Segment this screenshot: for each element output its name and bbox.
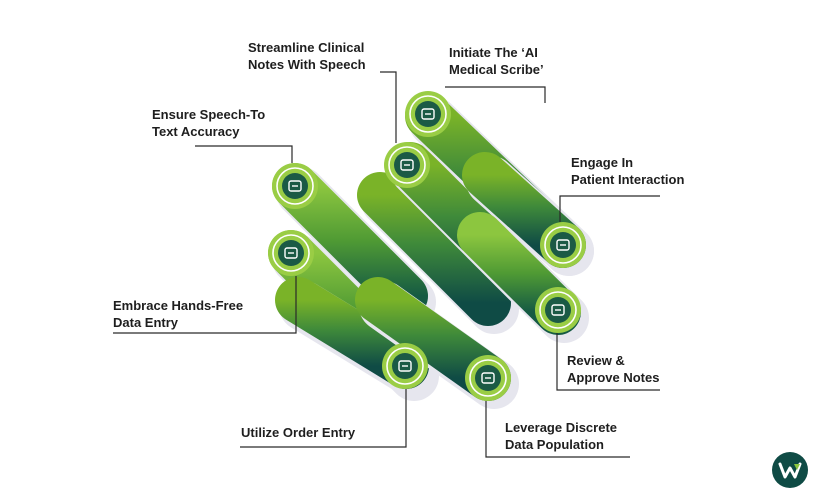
label-handsfree: Embrace Hands-Free Data Entry	[113, 297, 243, 331]
connector-review	[556, 333, 660, 391]
label-line: Initiate The ‘AI	[449, 45, 538, 60]
label-ensure: Ensure Speech-To Text Accuracy	[152, 106, 265, 140]
label-line: Patient Interaction	[571, 172, 685, 187]
connector-ensure	[195, 145, 293, 163]
ai-chip-icon	[405, 91, 451, 137]
connector-order	[240, 389, 407, 448]
label-order: Utilize Order Entry	[241, 424, 355, 441]
brand-logo	[772, 452, 808, 488]
label-line: Data Population	[505, 437, 604, 452]
label-line: Embrace Hands-Free	[113, 298, 244, 313]
label-line: Review &	[567, 353, 625, 368]
label-leverage: Leverage Discrete Data Population	[505, 419, 617, 453]
label-line: Medical Scribe’	[449, 62, 544, 77]
label-line: Engage In	[571, 155, 634, 170]
band-mid-back	[357, 172, 519, 334]
label-line: Streamline Clinical	[248, 40, 365, 55]
user-cycle-icon	[382, 343, 428, 389]
label-initiate: Initiate The ‘AI Medical Scribe’	[449, 44, 544, 78]
target-gear-icon	[272, 163, 318, 209]
label-line: Ensure Speech-To	[152, 107, 266, 122]
label-line: Notes With Speech	[248, 57, 366, 72]
connector-engage	[559, 195, 660, 222]
label-review: Review & Approve Notes	[567, 352, 659, 386]
label-engage: Engage In Patient Interaction	[571, 154, 684, 188]
label-line: Text Accuracy	[152, 124, 240, 139]
lightbulb-people-icon	[465, 355, 511, 401]
rating-card-icon	[535, 287, 581, 333]
connector-handsfree	[113, 276, 297, 334]
connector-streamline	[380, 71, 397, 143]
connector-initiate	[445, 86, 546, 103]
speech-process-icon	[384, 142, 430, 188]
label-line: Approve Notes	[567, 370, 660, 385]
document-stack-icon	[268, 230, 314, 276]
connector-leverage	[485, 401, 630, 458]
hand-network-icon	[540, 222, 586, 268]
label-line: Leverage Discrete	[505, 420, 618, 435]
label-streamline: Streamline Clinical Notes With Speech	[248, 39, 366, 73]
label-line: Utilize Order Entry	[241, 425, 356, 440]
label-line: Data Entry	[113, 315, 179, 330]
